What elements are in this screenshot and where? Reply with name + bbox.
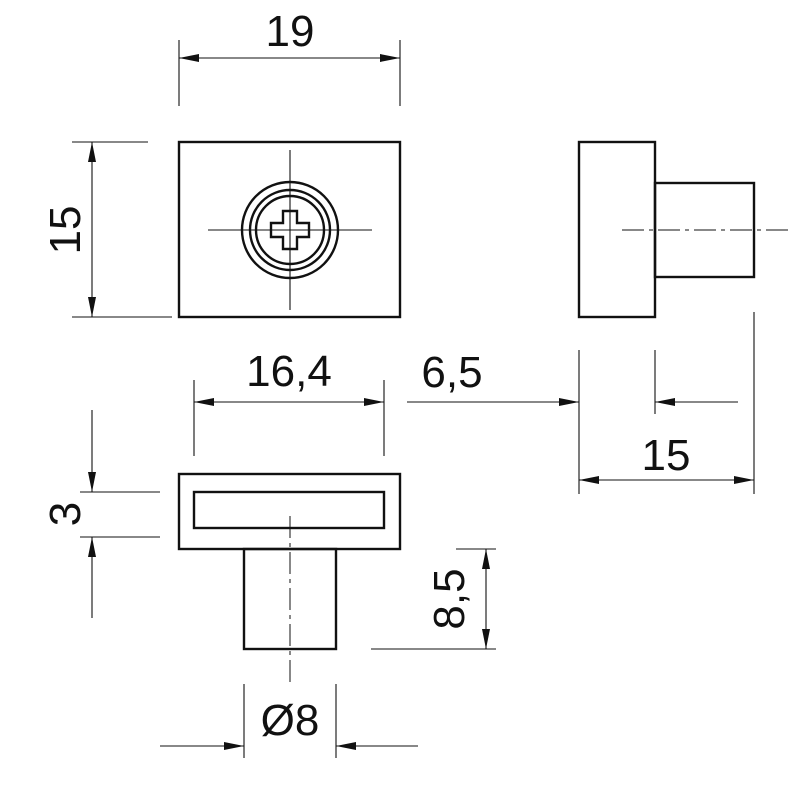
dim-slot-length: 16,4 [193, 347, 385, 456]
dim-top-height: 15 [41, 141, 172, 318]
front-view [177, 472, 402, 684]
dim-top-width-label: 19 [266, 7, 315, 56]
side-view [577, 140, 790, 319]
top-view-body [177, 140, 402, 319]
dim-slot-height: 3 [41, 410, 160, 618]
dim-pin-length: 8,5 [371, 548, 496, 650]
top-view [177, 140, 402, 319]
side-view-pin [653, 181, 756, 279]
dim-side-depth: 15 [579, 312, 755, 494]
dim-slot-length-label: 16,4 [246, 347, 332, 396]
dim-side-offset-label: 6,5 [421, 348, 482, 397]
dim-top-height-label: 15 [41, 206, 90, 255]
front-view-pin [242, 547, 338, 651]
dim-pin-diameter: Ø8 [160, 684, 418, 758]
dim-side-offset: 6,5 [407, 348, 738, 494]
dim-pin-diameter-label: Ø8 [261, 696, 320, 745]
screw-head-icon [240, 180, 340, 280]
front-view-slot [192, 490, 386, 530]
dim-top-width: 19 [178, 7, 401, 106]
dim-slot-height-label: 3 [41, 502, 90, 526]
dim-side-depth-label: 15 [642, 431, 691, 480]
dim-pin-length-label: 8,5 [425, 568, 474, 629]
